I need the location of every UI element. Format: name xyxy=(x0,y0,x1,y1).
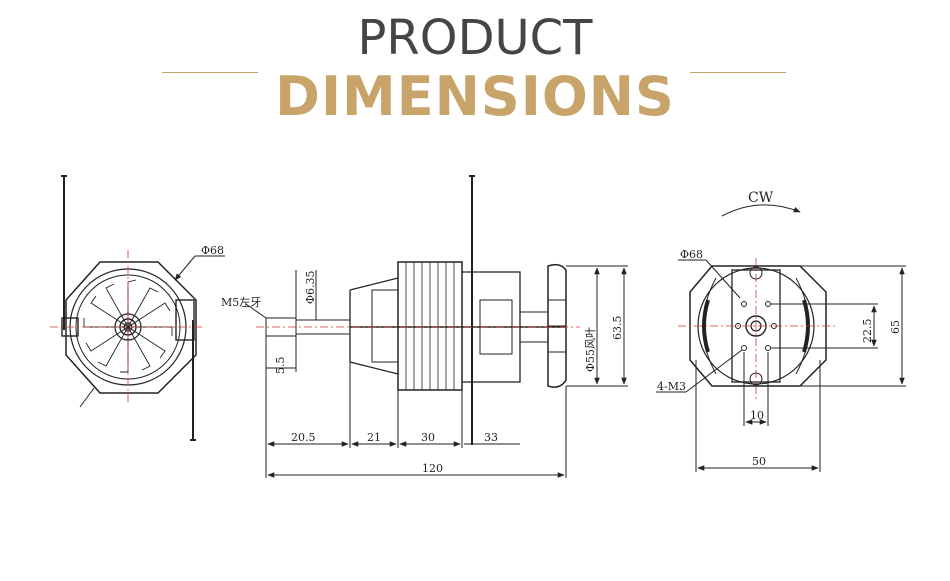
dim-total-120: 120 xyxy=(422,462,443,475)
dim-30: 30 xyxy=(421,431,435,444)
side-height-label: 63.5 xyxy=(611,316,624,341)
rear-diameter-label: Φ68 xyxy=(680,248,703,261)
rear-height-label: 65 xyxy=(889,320,902,334)
hole-spacing-h-label: 10 xyxy=(750,409,764,422)
shaft-diameter-label: Φ6.35 xyxy=(304,270,317,304)
front-diameter-label: Φ68 xyxy=(201,244,224,257)
title-rule-left xyxy=(162,72,258,73)
title-rule-right xyxy=(690,72,786,73)
dim-20-5: 20.5 xyxy=(291,431,316,444)
rear-width-label: 50 xyxy=(752,455,766,468)
stator-lamination-lines xyxy=(405,262,455,390)
shaft-step-label: 5.5 xyxy=(274,357,287,375)
rear-view xyxy=(656,204,906,472)
thread-label: M5左牙 xyxy=(221,296,261,309)
fan-diameter-label: Φ55风叶 xyxy=(584,327,597,372)
dim-33: 33 xyxy=(484,431,498,444)
title-product: PRODUCT xyxy=(357,10,593,66)
dim-21: 21 xyxy=(367,431,381,444)
rotation-label: CW xyxy=(748,190,774,206)
side-view xyxy=(245,175,628,478)
title-dimensions: DIMENSIONS xyxy=(275,65,675,128)
holes-label: 4-M3 xyxy=(657,380,686,393)
hole-spacing-v-label: 22.5 xyxy=(861,319,874,344)
front-view xyxy=(50,175,225,441)
